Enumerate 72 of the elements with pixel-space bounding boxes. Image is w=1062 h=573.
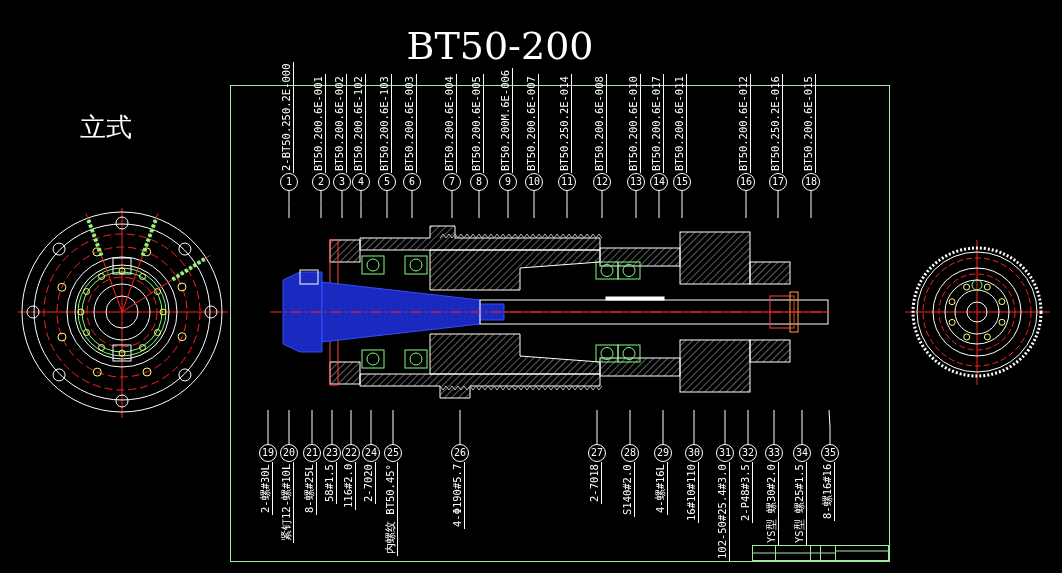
part-code: 4-螺#16L: [655, 462, 668, 515]
leader-line: [533, 190, 535, 219]
leader-line: [777, 190, 779, 219]
part-code: BT50.250.2E-014: [559, 74, 572, 173]
leader-line: [810, 190, 812, 219]
leader-line: [601, 190, 603, 219]
leader-line: [267, 409, 269, 445]
part-code: S140#2.0: [622, 462, 635, 517]
part-code: 2-P48#3.5: [740, 462, 753, 523]
part-code: BT50.200.6E-102: [353, 74, 366, 173]
leader-line: [320, 190, 322, 219]
part-code: BT50.250.2E-016: [770, 74, 783, 173]
leader-line: [288, 190, 290, 219]
leader-line: [662, 409, 664, 445]
leader-line: [681, 190, 683, 219]
leader-line: [360, 190, 362, 219]
leader-line: [828, 409, 831, 445]
leader-line: [411, 190, 413, 219]
part-code: BT50.200.6E-011: [674, 74, 687, 173]
leader-line: [629, 409, 631, 445]
part-code: 2-BT50.250.2E-000: [281, 61, 294, 173]
leader-line: [451, 190, 453, 219]
leader-line: [459, 409, 461, 445]
view-label: 立式: [80, 112, 132, 142]
leader-line: [801, 409, 803, 445]
part-code: 2-7018: [589, 462, 602, 504]
leader-line: [693, 409, 695, 445]
leader-line: [635, 190, 637, 219]
drawing-title: BT50-200: [405, 23, 595, 70]
part-code: BT50.200.6E-012: [738, 74, 751, 173]
leader-line: [478, 190, 480, 219]
part-code: BT50.200.6E-003: [404, 74, 417, 173]
part-code: BT50.200.6E-017: [651, 74, 664, 173]
leader-line: [370, 409, 372, 445]
part-code: BT50.200M.6E-006: [500, 67, 513, 173]
part-code: 102-50#25.4#3.0: [717, 462, 730, 561]
part-code: BT50.200.6E-005: [471, 74, 484, 173]
part-code: 116#2.0: [343, 461, 356, 510]
leader-line: [350, 409, 352, 445]
part-code: 2-螺#30L: [260, 462, 273, 515]
leader-line: [392, 409, 394, 445]
part-code: 8-螺#25L: [304, 462, 317, 515]
leader-line: [658, 190, 660, 219]
part-code: YS型 螺25#1.5: [794, 462, 807, 545]
part-code: BT50.200.6E-002: [334, 74, 347, 173]
leader-line: [566, 190, 568, 219]
leader-line: [747, 409, 749, 445]
leader-line: [507, 190, 509, 219]
part-code: 2-7020: [363, 462, 376, 504]
part-code: 16#10#110: [686, 462, 699, 523]
leader-line: [596, 409, 598, 445]
part-code: 58#1.5: [324, 462, 337, 504]
part-code: BT50.200.6E-001: [313, 74, 326, 173]
part-code: BT50.200.6E-015: [803, 74, 816, 173]
part-code: 4-Φ190#5.7: [452, 461, 465, 529]
leader-line: [331, 409, 333, 445]
part-code: BT50.200.6E-010: [628, 74, 641, 173]
part-code: BT50.200.6E-103: [379, 74, 392, 173]
part-code: BT50.200.6E-007: [526, 74, 539, 173]
leader-line: [386, 190, 388, 219]
leader-line: [745, 190, 747, 219]
leader-line: [311, 409, 313, 445]
leader-line: [773, 409, 775, 445]
leader-line: [341, 190, 343, 219]
part-code: BT50.200.6E-008: [594, 74, 607, 173]
part-code: YS型 螺30#2.0: [766, 462, 779, 545]
part-code: BT50.200.6E-004: [444, 74, 457, 173]
part-code: 8-螺16#16: [822, 461, 835, 521]
part-code: 内螺纹 BT50.45°: [385, 462, 398, 556]
part-code: 紧钉12-螺#10L: [281, 461, 294, 543]
leader-line: [724, 409, 726, 445]
leader-line: [288, 409, 290, 445]
